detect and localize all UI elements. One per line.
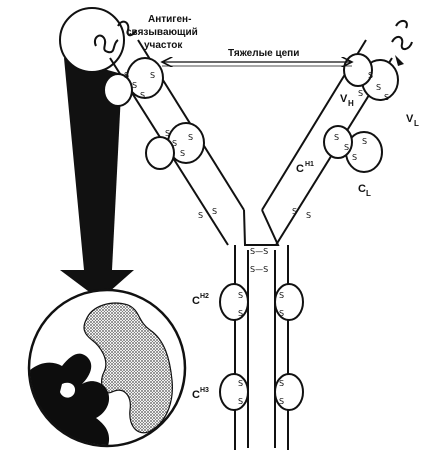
label-ch2-main: C [192, 295, 200, 307]
ss-s: S [362, 137, 367, 146]
label-vl-main: V [406, 113, 414, 125]
ss-s: S [172, 139, 177, 148]
label-vh: V H [340, 93, 354, 108]
hinge-bond: S—S [250, 247, 268, 256]
ss-s: S [180, 149, 185, 158]
label-ch1-main: C [296, 163, 304, 175]
label-antigen-line3: участок [144, 40, 183, 51]
ss-s: S [279, 309, 284, 318]
label-ch1: C H1 [296, 161, 314, 175]
label-cl-main: C [358, 183, 366, 195]
domain-bumps [103, 53, 399, 411]
ss-s: S [124, 71, 129, 80]
ss-s: S [279, 379, 284, 388]
ss-s: S [132, 81, 137, 90]
ss-s: S [188, 133, 193, 142]
ss-s: S [358, 89, 363, 98]
label-antigen-site: Антиген- связывающий участок [126, 14, 198, 51]
ss-s: S [238, 397, 243, 406]
label-vl-sub: L [414, 119, 419, 128]
label-ch2: C H2 [192, 293, 209, 307]
label-ch3: C H3 [192, 387, 209, 401]
ss-s: S [238, 291, 243, 300]
label-vh-main: V [340, 93, 348, 105]
magnifier-beam [60, 58, 134, 300]
label-ch1-sup: H1 [305, 161, 314, 168]
magnify-source-circle [59, 7, 125, 73]
label-vl: V L [406, 113, 419, 128]
label-cl-sub: L [366, 189, 371, 198]
ss-s: S [306, 211, 311, 220]
label-heavy-chains: Тяжелые цепи [228, 48, 299, 59]
ss-s: S [140, 91, 145, 100]
ss-s: S [292, 207, 297, 216]
ss-s: S [165, 129, 170, 138]
ss-s: S [368, 71, 373, 80]
binding-site-loops [94, 20, 413, 54]
ss-s: S [334, 133, 339, 142]
ss-s: S [238, 379, 243, 388]
label-ch3-main: C [192, 389, 200, 401]
label-ch3-sup: H3 [200, 387, 209, 394]
ss-s: S [198, 211, 203, 220]
label-ch2-sup: H2 [200, 293, 209, 300]
label-vh-sub: H [348, 99, 354, 108]
antigen-stipple-shape [83, 302, 173, 434]
ss-s: S [384, 93, 389, 102]
ss-s: S [212, 207, 217, 216]
label-antigen-line1: Антиген- [148, 14, 191, 25]
label-antigen-line2: связывающий [126, 27, 198, 38]
disulfide-bonds: S S S S S S S S S S S S S S S S S S S S … [124, 71, 389, 406]
ss-s: S [238, 309, 243, 318]
ss-s: S [376, 83, 381, 92]
vh-pointer [395, 55, 404, 66]
ss-s: S [150, 71, 155, 80]
ss-s: S [352, 153, 357, 162]
label-cl: C L [358, 183, 371, 198]
zoom-circle [27, 288, 187, 448]
ss-s: S [279, 397, 284, 406]
ss-s: S [279, 291, 284, 300]
hinge-bond: S—S [250, 265, 268, 274]
ss-s: S [344, 143, 349, 152]
